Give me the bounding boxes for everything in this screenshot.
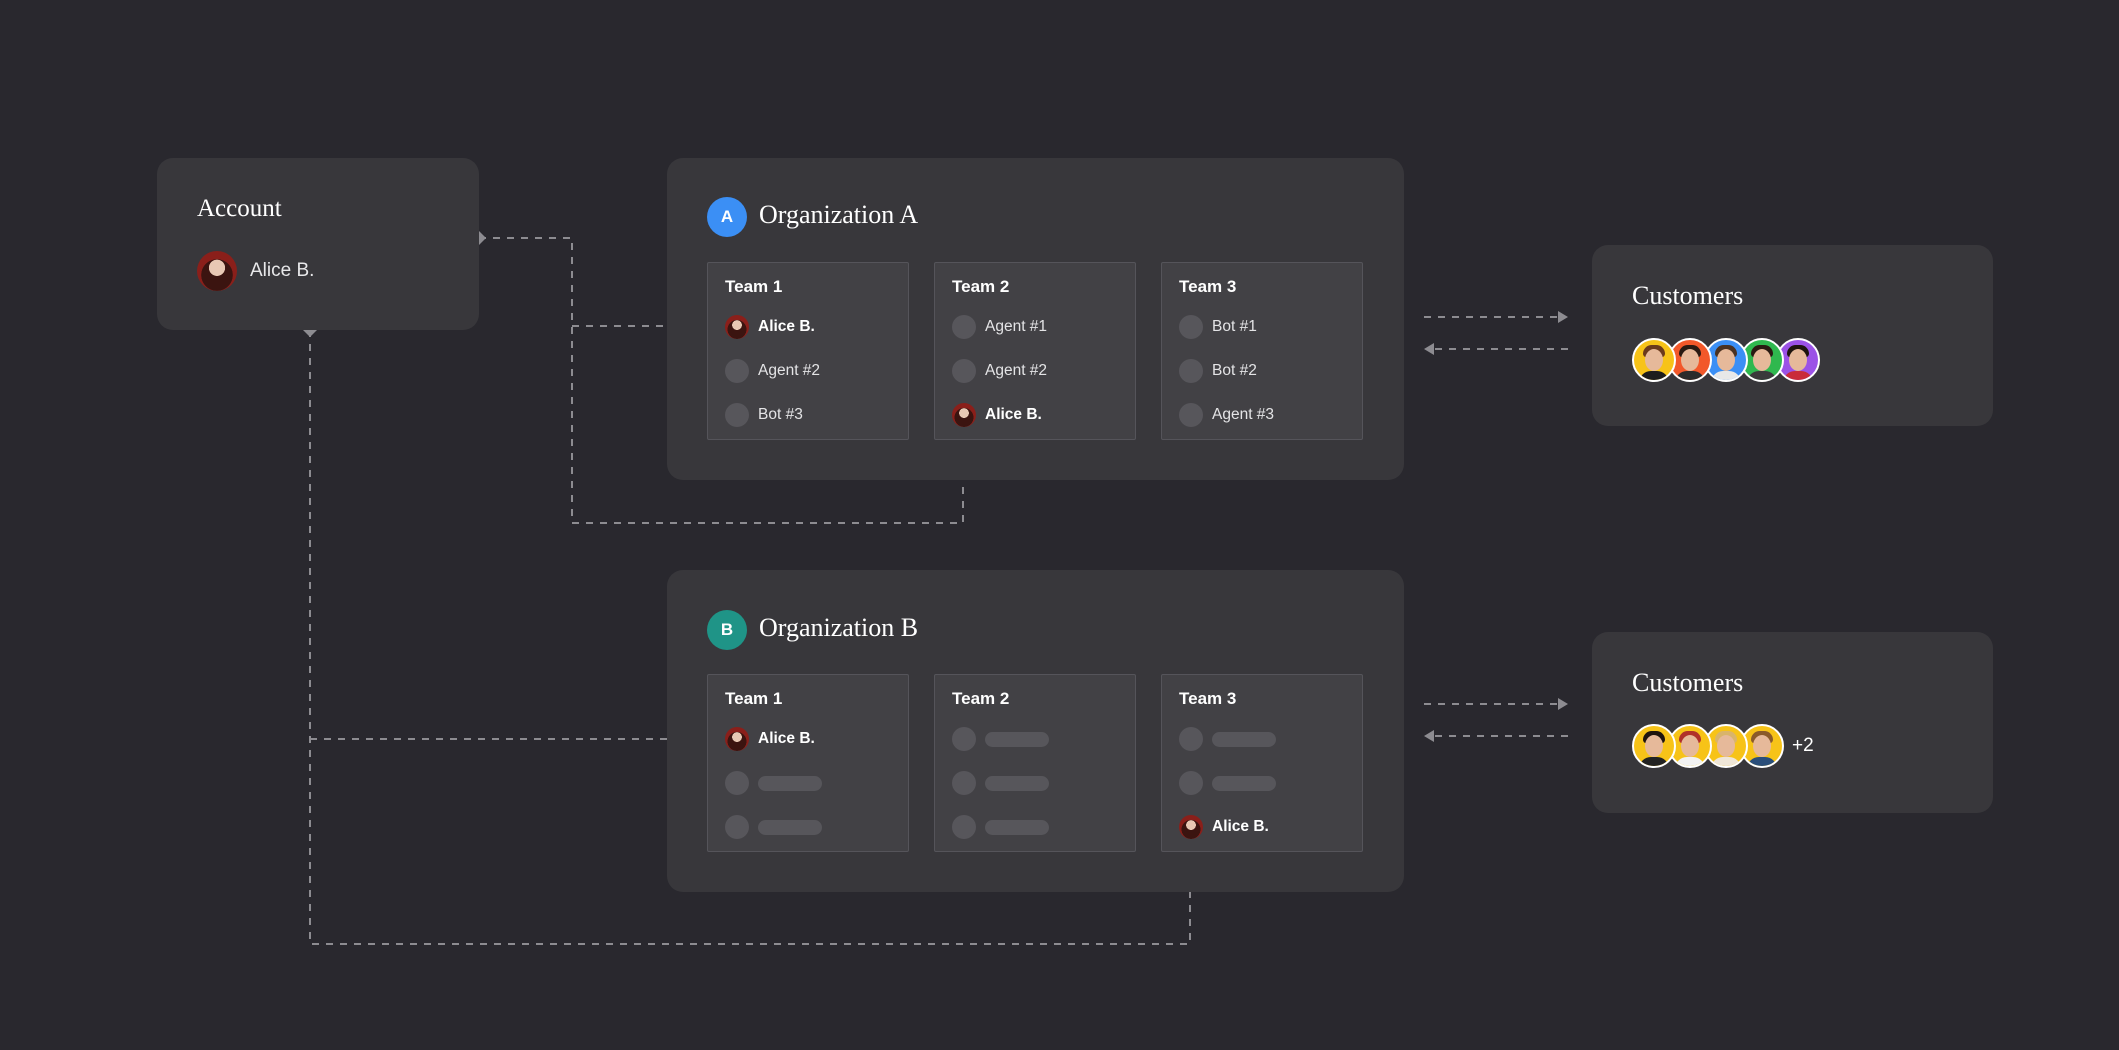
arrowhead-orgA-right xyxy=(1558,311,1568,323)
connector-account-to-orgA-team2 xyxy=(479,237,964,524)
customer-avatar-group[interactable]: +2 xyxy=(1632,724,1814,768)
member-label: Bot #3 xyxy=(758,406,803,423)
member-placeholder xyxy=(1179,727,1276,751)
org-b-team-1[interactable]: Team 1 Alice B. xyxy=(707,674,909,852)
member-bot[interactable]: Bot #2 xyxy=(1179,359,1257,383)
alice-avatar xyxy=(1179,815,1203,839)
team-title: Team 2 xyxy=(952,689,1010,708)
member-placeholder xyxy=(1179,771,1276,795)
customer-avatar-group[interactable] xyxy=(1632,338,1820,382)
member-placeholder-icon xyxy=(952,359,976,383)
org-b-team-2[interactable]: Team 2 xyxy=(934,674,1136,852)
member-placeholder xyxy=(952,771,1049,795)
account-card: Account Alice B. xyxy=(157,158,479,330)
arrowhead-orgB-left xyxy=(1424,730,1434,742)
member-label: Alice B. xyxy=(1212,818,1269,835)
account-title: Account xyxy=(197,195,282,222)
member-agent[interactable]: Agent #2 xyxy=(725,359,820,383)
skeleton-label xyxy=(1212,731,1276,747)
member-placeholder-icon xyxy=(952,315,976,339)
org-a-badge: A xyxy=(707,197,747,237)
customer-avatar xyxy=(1668,338,1712,382)
skeleton-label xyxy=(985,819,1049,835)
team-title: Team 1 xyxy=(725,689,783,708)
customer-avatar xyxy=(1632,724,1676,768)
customer-avatar xyxy=(1632,338,1676,382)
member-label: Agent #3 xyxy=(1212,406,1275,423)
arrowhead-orgB-right xyxy=(1558,698,1568,710)
member-alice[interactable]: Alice B. xyxy=(725,315,815,339)
team-title: Team 1 xyxy=(725,277,783,296)
customer-avatar xyxy=(1704,724,1748,768)
member-label: Alice B. xyxy=(985,406,1042,423)
member-placeholder-icon xyxy=(1179,359,1203,383)
customer-avatar xyxy=(1740,724,1784,768)
arrowhead-orgA-left xyxy=(1424,343,1434,355)
skeleton-label xyxy=(758,819,822,835)
customers-card-b: Customers +2 xyxy=(1592,632,1993,813)
member-placeholder-icon xyxy=(952,815,976,839)
organization-a-card: A Organization A Team 1 Alice B. Agent #… xyxy=(667,158,1404,480)
member-placeholder-icon xyxy=(952,771,976,795)
member-agent[interactable]: Agent #3 xyxy=(1179,403,1274,427)
member-bot[interactable]: Bot #3 xyxy=(725,403,803,427)
member-agent[interactable]: Agent #1 xyxy=(952,315,1047,339)
org-a-team-3[interactable]: Team 3 Bot #1 Bot #2 Agent #3 xyxy=(1161,262,1363,440)
account-user[interactable]: Alice B. xyxy=(197,251,314,291)
member-label: Alice B. xyxy=(758,318,815,335)
org-b-badge: B xyxy=(707,610,747,650)
member-placeholder xyxy=(952,815,1049,839)
member-placeholder xyxy=(952,727,1049,751)
team-title: Team 3 xyxy=(1179,277,1237,296)
account-user-name: Alice B. xyxy=(250,260,315,281)
skeleton-label xyxy=(985,775,1049,791)
org-b-title: Organization B xyxy=(759,613,919,642)
organization-b-card: B Organization B Team 1 Alice B. Team 2 xyxy=(667,570,1404,892)
more-customers-count: +2 xyxy=(1792,735,1814,756)
member-label: Agent #2 xyxy=(758,362,821,379)
member-placeholder-icon xyxy=(1179,771,1203,795)
member-label: Agent #1 xyxy=(985,318,1048,335)
org-b-team-3[interactable]: Team 3 Alice B. xyxy=(1161,674,1363,852)
org-a-title: Organization A xyxy=(759,200,919,229)
connector-account-to-orgB-team3 xyxy=(309,330,1191,945)
alice-avatar xyxy=(197,251,237,291)
member-label: Agent #2 xyxy=(985,362,1048,379)
member-label: Bot #1 xyxy=(1212,318,1257,335)
alice-avatar xyxy=(725,727,749,751)
member-alice[interactable]: Alice B. xyxy=(725,727,815,751)
member-alice[interactable]: Alice B. xyxy=(1179,815,1269,839)
member-placeholder xyxy=(725,815,822,839)
member-placeholder-icon xyxy=(952,727,976,751)
member-placeholder-icon xyxy=(1179,727,1203,751)
customers-title: Customers xyxy=(1632,281,1744,310)
member-placeholder xyxy=(725,771,822,795)
team-title: Team 2 xyxy=(952,277,1010,296)
skeleton-label xyxy=(1212,775,1276,791)
member-alice[interactable]: Alice B. xyxy=(952,403,1042,427)
member-placeholder-icon xyxy=(1179,315,1203,339)
member-placeholder-icon xyxy=(725,403,749,427)
member-placeholder-icon xyxy=(725,359,749,383)
org-a-team-2[interactable]: Team 2 Agent #1 Agent #2 Alice B. xyxy=(934,262,1136,440)
member-placeholder-icon xyxy=(725,815,749,839)
skeleton-label xyxy=(758,775,822,791)
customers-card-a: Customers xyxy=(1592,245,1993,426)
member-label: Alice B. xyxy=(758,730,815,747)
member-agent[interactable]: Agent #2 xyxy=(952,359,1047,383)
member-label: Bot #2 xyxy=(1212,362,1257,379)
customers-title: Customers xyxy=(1632,668,1744,697)
team-title: Team 3 xyxy=(1179,689,1237,708)
alice-avatar xyxy=(952,403,976,427)
skeleton-label xyxy=(985,731,1049,747)
member-placeholder-icon xyxy=(1179,403,1203,427)
alice-avatar xyxy=(725,315,749,339)
org-a-team-1[interactable]: Team 1 Alice B. Agent #2 Bot #3 xyxy=(707,262,909,440)
member-placeholder-icon xyxy=(725,771,749,795)
member-bot[interactable]: Bot #1 xyxy=(1179,315,1257,339)
